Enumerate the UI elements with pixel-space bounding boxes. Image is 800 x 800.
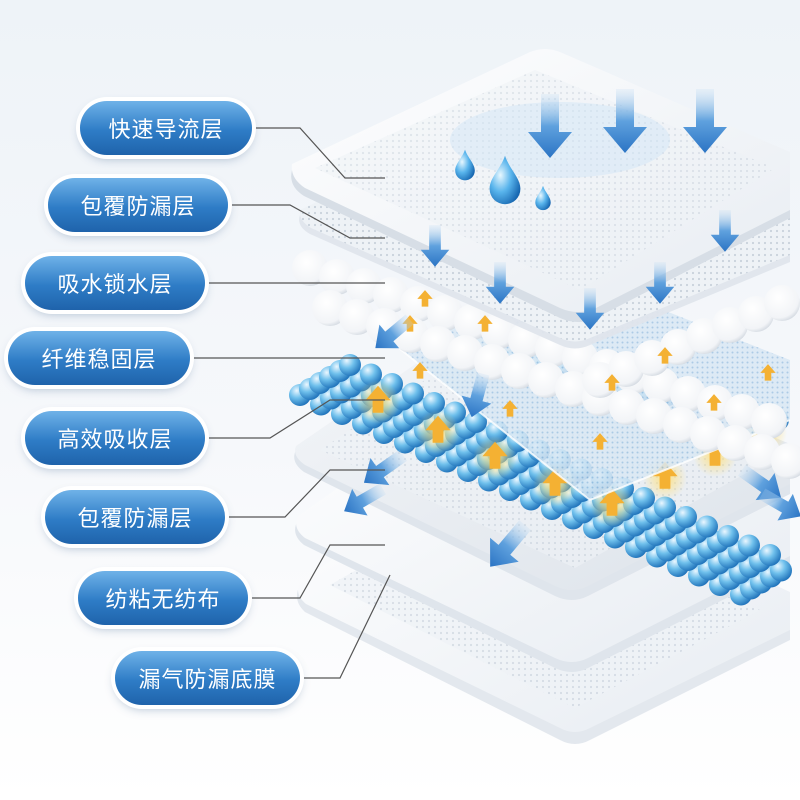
- cotton-ball-icon: [771, 443, 800, 479]
- bead-icon: [402, 382, 424, 405]
- water-drop-icon: [535, 185, 551, 211]
- absorbent-bead-layer: [289, 339, 792, 606]
- leader-lines: [190, 127, 391, 679]
- cotton-ball-icon: [751, 403, 787, 439]
- bead-icon: [654, 496, 676, 519]
- water-drops: [455, 149, 551, 211]
- bead-icon: [465, 411, 487, 433]
- label-breathable-film-layer: 漏气防漏底膜: [115, 651, 300, 705]
- bead-icon: [717, 525, 739, 547]
- bead-icon: [339, 354, 361, 376]
- label-fast-diversion-layer: 快速导流层: [80, 101, 252, 155]
- cotton-absorb-lock-layer: [292, 250, 800, 479]
- bead-icon: [675, 506, 697, 528]
- fast-diversion-layer: [291, 49, 790, 322]
- bead-icon: [738, 534, 760, 557]
- water-drop-icon: [489, 155, 521, 205]
- label-fiber-stabilizing-layer: 纤维稳固层: [8, 331, 190, 385]
- label-absorb-lock-layer: 吸水锁水层: [25, 256, 205, 310]
- label-wrap-leakproof-layer-lower: 包覆防漏层: [45, 490, 225, 544]
- cotton-ball-icon: [764, 285, 800, 321]
- bead-icon: [770, 559, 792, 582]
- water-drop-icon: [455, 149, 475, 181]
- label-spunbond-nonwoven-layer: 纺粘无纺布: [78, 571, 248, 625]
- label-wrap-leakproof-layer-upper: 包覆防漏层: [48, 178, 228, 232]
- bead-icon: [360, 363, 382, 386]
- bead-icon: [696, 515, 718, 538]
- bead-icon: [423, 392, 445, 414]
- label-high-absorb-layer: 高效吸收层: [25, 411, 205, 465]
- bead-icon: [759, 544, 781, 566]
